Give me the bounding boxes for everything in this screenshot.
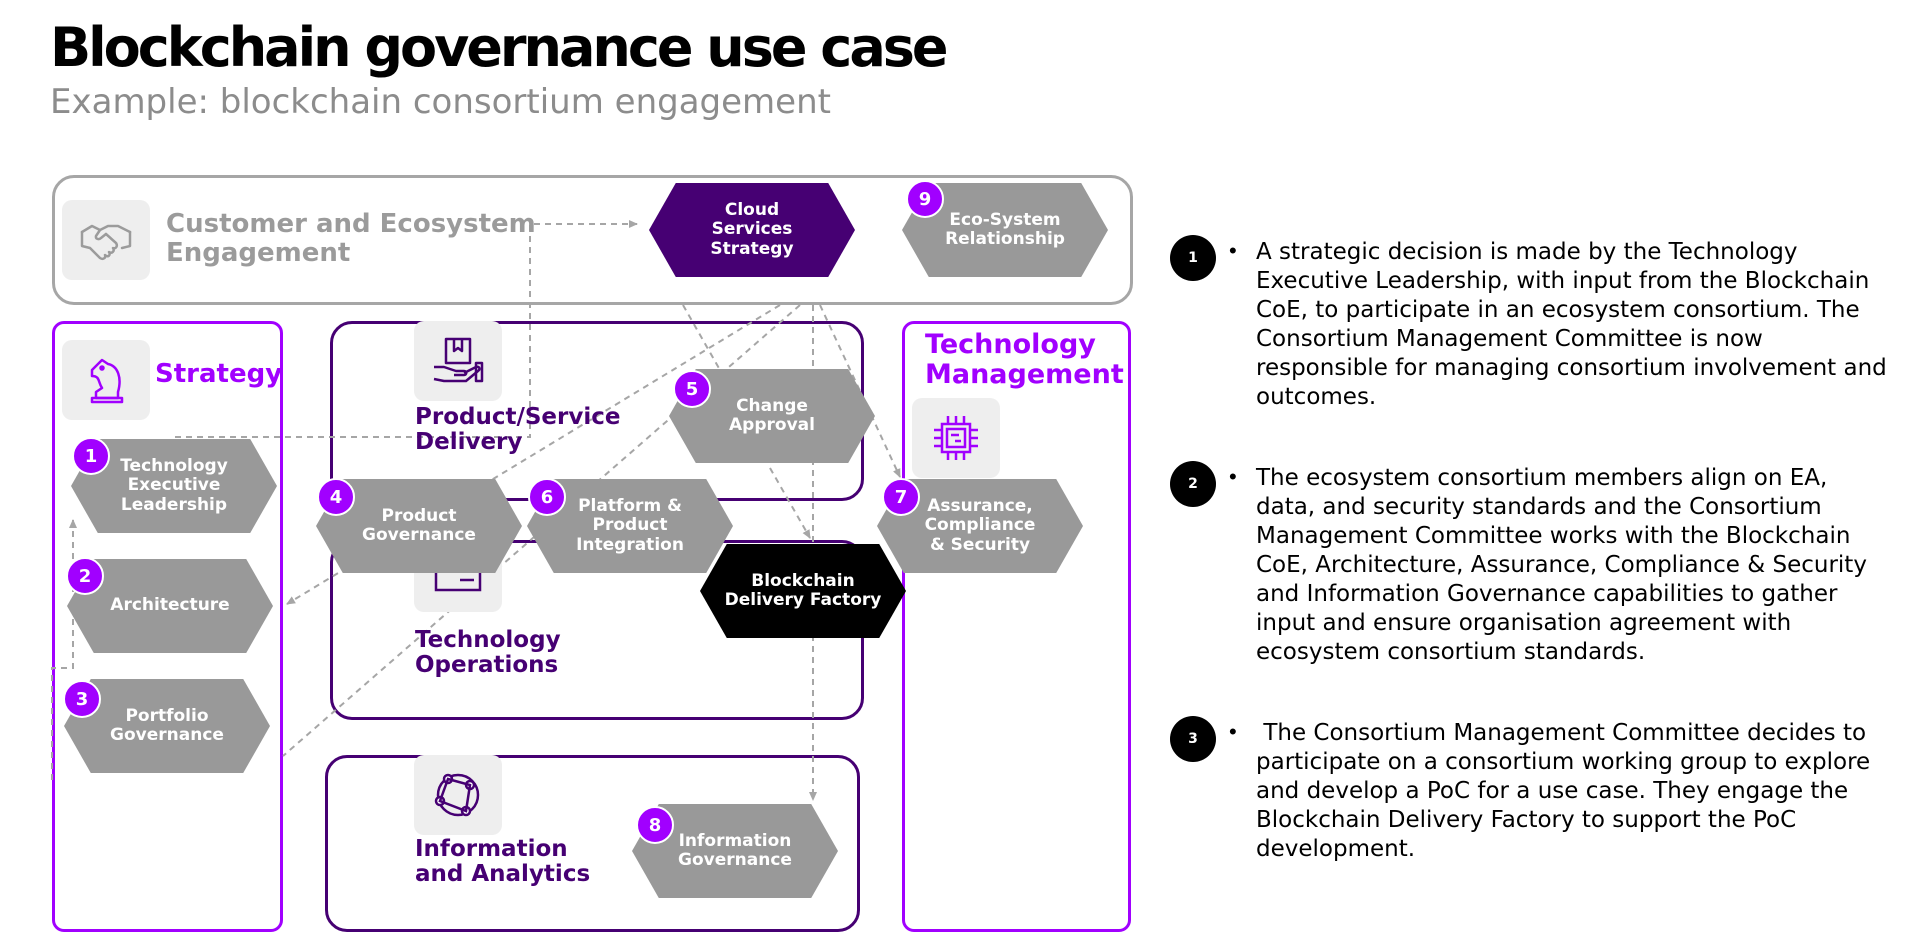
network-icon-tile [414, 755, 502, 835]
badge-7: 7 [882, 478, 920, 516]
note-item: 3 • The Consortium Management Committee … [1170, 716, 1890, 864]
chess-knight-icon [90, 358, 124, 404]
chess-knight-icon-tile [62, 340, 150, 420]
group-label-info: Information and Analytics [415, 836, 591, 888]
bullet-icon: • [1229, 238, 1237, 263]
bullet-icon: • [1229, 719, 1237, 744]
hand-box-icon-tile [414, 321, 502, 401]
notes-panel: 1 • A strategic decision is made by the … [1170, 235, 1890, 916]
note-item: 1 • A strategic decision is made by the … [1170, 235, 1890, 412]
bullet-icon: • [1229, 464, 1237, 489]
group-label-strategy: Strategy [155, 359, 283, 389]
node-platform-product-integration: Platform & Product Integration [527, 479, 733, 573]
node-technology-executive-leadership: Technology Executive Leadership [71, 439, 277, 533]
group-label-techops: Technology Operations [415, 627, 561, 679]
badge-4: 4 [317, 478, 355, 516]
group-label-product: Product/Service Delivery [415, 404, 621, 456]
handshake-icon-tile [62, 200, 150, 280]
note-badge: 1 [1170, 235, 1216, 281]
badge-9: 9 [906, 180, 944, 218]
page-title: Blockchain governance use case [50, 16, 949, 79]
page-subtitle: Example: blockchain consortium engagemen… [50, 82, 831, 122]
badge-5: 5 [673, 370, 711, 408]
group-label-customer: Customer and Ecosystem Engagement [166, 209, 536, 268]
node-portfolio-governance: Portfolio Governance [64, 679, 270, 773]
note-badge: 2 [1170, 461, 1216, 507]
node-change-approval: Change Approval [669, 369, 875, 463]
note-text: The Consortium Management Committee deci… [1256, 720, 1878, 862]
node-blockchain-delivery-factory: Blockchain Delivery Factory [700, 544, 906, 638]
badge-3: 3 [63, 680, 101, 718]
badge-6: 6 [528, 478, 566, 516]
chip-icon-tile [912, 398, 1000, 478]
note-text: A strategic decision is made by the Tech… [1256, 239, 1887, 410]
badge-1: 1 [72, 437, 110, 475]
badge-8: 8 [636, 806, 674, 844]
chip-icon [934, 416, 978, 460]
badge-2: 2 [66, 557, 104, 595]
hand-box-icon [433, 337, 484, 383]
node-eco-system-relationship: Eco-System Relationship [902, 183, 1108, 277]
handshake-icon [80, 224, 132, 261]
note-text: The ecosystem consortium members align o… [1256, 465, 1867, 665]
note-item: 2 • The ecosystem consortium members ali… [1170, 461, 1890, 667]
node-cloud-services-strategy: Cloud Services Strategy [649, 183, 855, 277]
technology-management-box [902, 321, 1131, 932]
note-badge: 3 [1170, 716, 1216, 762]
network-icon [434, 773, 480, 817]
group-label-techmgmt: Technology Management [925, 329, 1124, 390]
